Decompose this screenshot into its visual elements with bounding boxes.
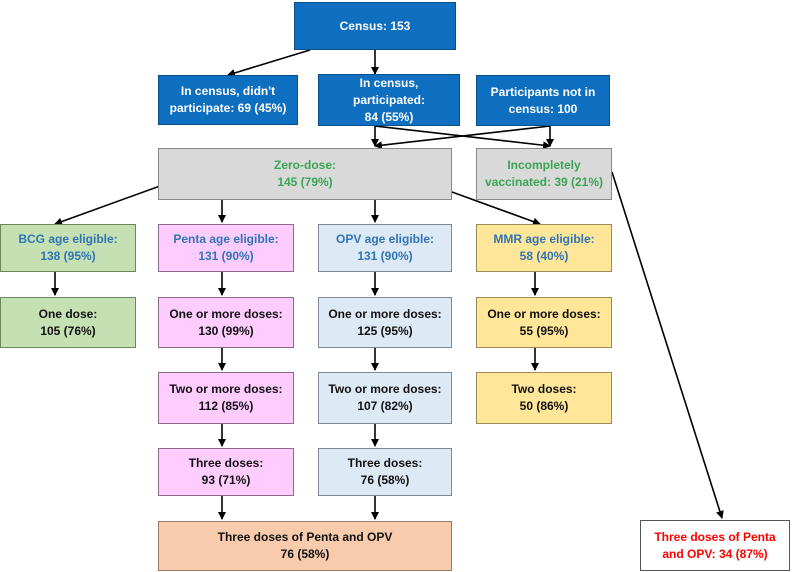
penta-opv-zero-dose-box: Three doses of Penta and OPV 76 (58%)	[158, 521, 452, 571]
arrow-census-to-didnt-participate	[227, 49, 311, 77]
opv-three-doses-box: Three doses: 76 (58%)	[318, 448, 452, 496]
not-in-census-box: Participants not in census: 100	[476, 75, 610, 126]
penta-eligible-box: Penta age eligible: 131 (90%)	[158, 224, 294, 272]
mmr-eligible-box: MMR age eligible: 58 (40%)	[476, 224, 612, 272]
opv-two-or-more-line1: Two or more doses:	[328, 382, 442, 396]
zero-dose-line1: Zero-dose:	[273, 158, 336, 172]
not-in-census-line1: Participants not in	[490, 84, 596, 99]
penta-two-or-more-box: Two or more doses: 112 (85%)	[158, 372, 294, 424]
penta-three-doses-box: Three doses: 93 (71%)	[158, 448, 294, 496]
not-in-census-line2: census: 100	[508, 101, 578, 116]
penta-eligible-line1: Penta age eligible:	[173, 232, 279, 246]
didnt-participate-box: In census, didn't participate: 69 (45%)	[158, 75, 298, 125]
participated-line2: participated:	[352, 92, 425, 107]
mmr-two-doses-line2: 50 (86%)	[519, 399, 569, 413]
penta-one-or-more-box: One or more doses: 130 (99%)	[158, 297, 294, 348]
arrow-incomplete-to-penta-opv	[611, 171, 724, 519]
bcg-one-dose-box: One dose: 105 (76%)	[0, 297, 136, 348]
bcg-eligible-line2: 138 (95%)	[40, 249, 96, 263]
mmr-eligible-line1: MMR age eligible:	[493, 232, 595, 246]
penta-opv-incomplete-line2: and OPV: 34 (87%)	[662, 546, 768, 561]
penta-three-doses-line2: 93 (71%)	[201, 473, 251, 487]
mmr-two-doses-box: Two doses: 50 (86%)	[476, 372, 612, 424]
mmr-two-doses-line1: Two doses:	[511, 382, 577, 396]
opv-eligible-line1: OPV age eligible:	[335, 232, 435, 246]
participated-box: In census, participated: 84 (55%)	[318, 74, 460, 126]
penta-two-or-more-line1: Two or more doses:	[169, 382, 283, 396]
opv-two-or-more-line2: 107 (82%)	[357, 399, 413, 413]
penta-opv-incomplete-box: Three doses of Penta and OPV: 34 (87%)	[640, 520, 790, 571]
mmr-one-or-more-line1: One or more doses:	[487, 306, 601, 321]
opv-one-or-more-line2: 125 (95%)	[357, 323, 413, 338]
census-box: Census: 153	[294, 2, 456, 50]
zero-dose-box: Zero-dose: 145 (79%)	[158, 148, 452, 200]
bcg-one-dose-line1: One dose:	[38, 306, 98, 321]
bcg-eligible-line1: BCG age eligible:	[18, 232, 118, 246]
mmr-one-or-more-box: One or more doses: 55 (95%)	[476, 297, 612, 348]
penta-opv-incomplete-line1: Three doses of Penta	[654, 529, 776, 544]
penta-three-doses-line1: Three doses:	[188, 456, 264, 470]
zero-dose-line2: 145 (79%)	[277, 175, 333, 189]
arrow-zero-dose-to-bcg	[54, 185, 161, 226]
opv-three-doses-line1: Three doses:	[347, 456, 423, 470]
penta-two-or-more-line2: 112 (85%)	[198, 399, 254, 413]
opv-eligible-line2: 131 (90%)	[357, 249, 413, 263]
didnt-participate-line2: participate: 69 (45%)	[169, 101, 287, 115]
penta-opv-zero-line1: Three doses of Penta and OPV	[217, 530, 393, 544]
incompletely-line1: Incompletely	[507, 158, 581, 172]
bcg-one-dose-line2: 105 (76%)	[40, 323, 96, 338]
didnt-participate-line1: In census, didn't	[180, 84, 276, 98]
penta-one-or-more-line2: 130 (99%)	[198, 323, 254, 338]
arrow-zero-dose-to-mmr	[451, 191, 541, 226]
mmr-one-or-more-line2: 55 (95%)	[519, 323, 569, 338]
bcg-eligible-box: BCG age eligible: 138 (95%)	[0, 224, 136, 272]
participated-line1: In census,	[359, 75, 419, 90]
incompletely-vaccinated-box: Incompletely vaccinated: 39 (21%)	[476, 148, 612, 200]
arrow-not-in-census-to-zero-dose	[374, 125, 551, 150]
penta-eligible-line2: 131 (90%)	[198, 249, 254, 263]
participated-line3: 84 (55%)	[364, 109, 414, 124]
penta-one-or-more-line1: One or more doses:	[169, 306, 283, 321]
opv-two-or-more-box: Two or more doses: 107 (82%)	[318, 372, 452, 424]
penta-opv-zero-line2: 76 (58%)	[280, 547, 330, 561]
opv-three-doses-line2: 76 (58%)	[360, 473, 410, 487]
opv-one-or-more-box: One or more doses: 125 (95%)	[318, 297, 452, 348]
incompletely-line2: vaccinated: 39 (21%)	[484, 175, 604, 189]
mmr-eligible-line2: 58 (40%)	[519, 249, 569, 263]
opv-eligible-box: OPV age eligible: 131 (90%)	[318, 224, 452, 272]
census-label: Census: 153	[339, 18, 411, 33]
opv-one-or-more-line1: One or more doses:	[328, 306, 442, 321]
